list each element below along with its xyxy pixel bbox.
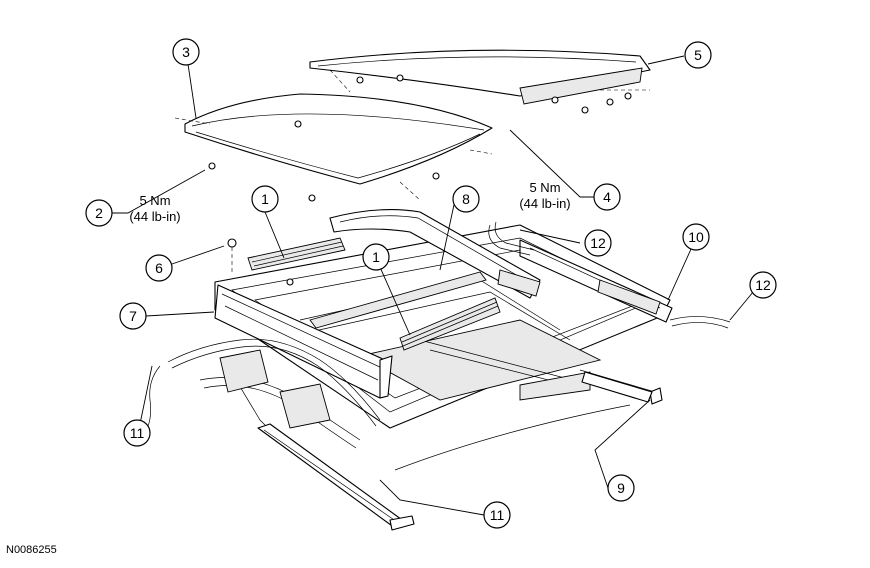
svg-text:9: 9 (617, 480, 625, 496)
callout-11a: 11 (123, 419, 151, 447)
svg-text:12: 12 (755, 277, 771, 293)
callout-4: 4 (593, 183, 621, 211)
callout-6: 6 (145, 254, 173, 282)
callout-9: 9 (607, 474, 635, 502)
callout-3: 3 (172, 38, 200, 66)
torque-left-alt: (44 lb-in) (129, 209, 180, 224)
front-glass-panel (174, 93, 493, 202)
seal-lower (399, 297, 501, 351)
wind-deflector (214, 284, 393, 399)
callout-10: 10 (682, 223, 710, 251)
svg-text:6: 6 (155, 260, 163, 276)
callout-12b: 12 (749, 271, 777, 299)
svg-text:11: 11 (490, 507, 505, 523)
right-side-rail (519, 239, 673, 323)
svg-text:11: 11 (130, 425, 145, 441)
figure-id: N0086255 (6, 544, 57, 556)
svg-text:2: 2 (95, 205, 103, 221)
callout-12a: 12 (584, 229, 612, 257)
drain-hoses-left (147, 338, 381, 451)
callout-5: 5 (684, 41, 712, 69)
svg-text:8: 8 (462, 191, 470, 207)
svg-text:10: 10 (688, 229, 704, 245)
rear-cross-member (329, 209, 541, 299)
svg-text:1: 1 (372, 249, 380, 265)
bolt (227, 238, 294, 286)
callout-1a: 1 (251, 185, 279, 213)
torque-spec-left: 5 Nm (44 lb-in) (129, 193, 180, 224)
torque-spec-right: 5 Nm (44 lb-in) (519, 180, 570, 211)
torque-left-value: 5 Nm (139, 193, 170, 208)
callout-8: 8 (452, 185, 480, 213)
torque-right-value: 5 Nm (529, 180, 560, 195)
callout-1b: 1 (362, 243, 390, 271)
svg-text:5: 5 (694, 47, 702, 63)
callout-7: 7 (119, 302, 147, 330)
sunshade (257, 423, 415, 531)
svg-text:4: 4 (603, 189, 611, 205)
callout-11b: 11 (483, 501, 511, 529)
svg-text:3: 3 (182, 44, 190, 60)
drain-hoses-right (488, 221, 731, 329)
svg-text:1: 1 (261, 191, 269, 207)
svg-text:12: 12 (590, 235, 606, 251)
rear-glass-panel (309, 49, 651, 114)
seal-upper (247, 237, 346, 271)
torque-right-alt: (44 lb-in) (519, 196, 570, 211)
callout-2: 2 (85, 199, 113, 227)
svg-text:7: 7 (129, 308, 137, 324)
